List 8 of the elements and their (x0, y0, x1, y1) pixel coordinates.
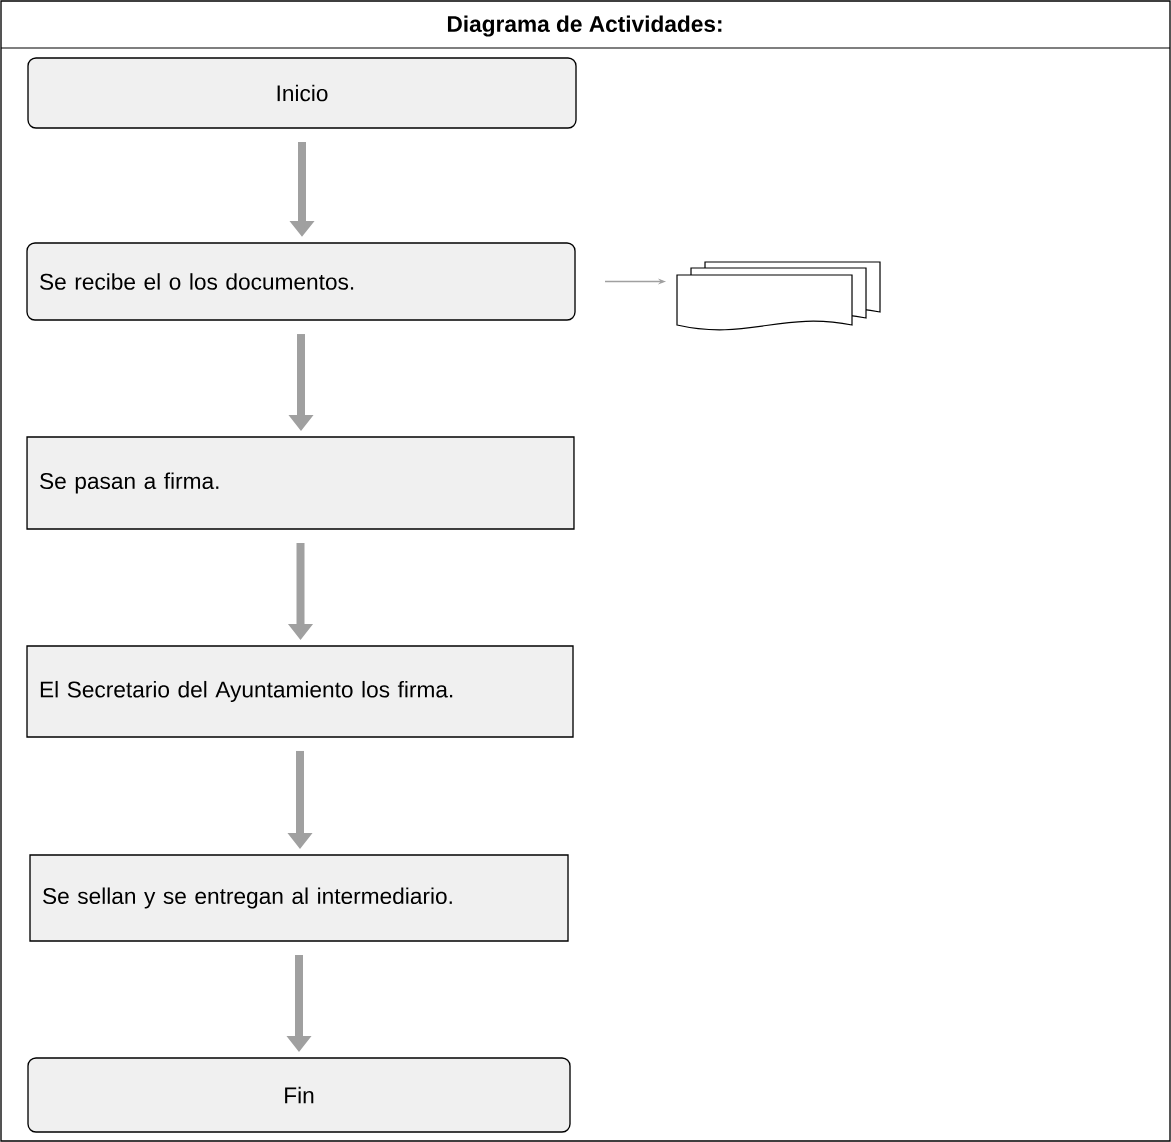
process-box: Se recibe el o los documentos. (26, 242, 576, 321)
start-end-box: Inicio (27, 57, 577, 129)
start-end-box: Fin (27, 1057, 571, 1133)
process-box: Se sellan y se entregan al intermediario. (29, 854, 569, 942)
process-box: El Secretario del Ayuntamiento los firma. (26, 645, 574, 738)
process-box: Se pasan a firma. (26, 436, 575, 530)
title: Diagrama de Actividades: (447, 15, 722, 37)
document-stack-drawing (676, 261, 881, 331)
